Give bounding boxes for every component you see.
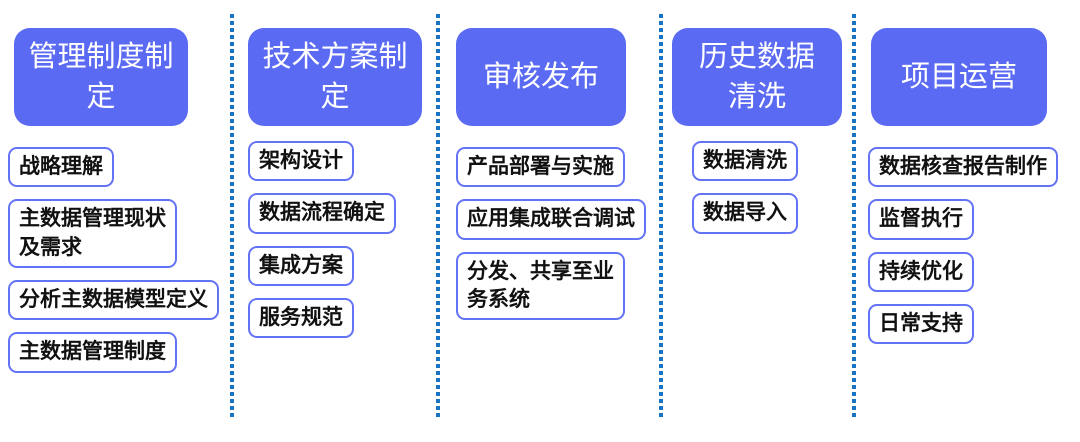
stage-item: 数据流程确定	[248, 193, 396, 234]
stage-header-technical-plan: 技术方案制 定	[248, 28, 422, 126]
stage-item: 监督执行	[868, 199, 974, 240]
stage-item: 分析主数据模型定义	[8, 280, 219, 321]
stage-column-history-data-cleaning: 历史数据 清洗数据清洗数据导入	[672, 28, 847, 246]
stage-item: 数据核查报告制作	[868, 147, 1058, 188]
stage-header-project-operation: 项目运营	[871, 28, 1047, 126]
stage-column-technical-plan: 技术方案制 定架构设计数据流程确定集成方案服务规范	[248, 28, 430, 350]
stage-item: 产品部署与实施	[456, 147, 625, 188]
column-divider	[659, 14, 663, 420]
stage-item: 数据导入	[692, 193, 798, 234]
stage-item: 主数据管理现状 及需求	[8, 199, 177, 269]
stage-header-management-policy: 管理制度制 定	[14, 28, 188, 126]
column-divider	[230, 14, 234, 420]
stage-item: 数据清洗	[692, 141, 798, 182]
column-divider	[852, 14, 856, 420]
stage-item: 集成方案	[248, 245, 354, 287]
stage-column-management-policy: 管理制度制 定战略理解主数据管理现状 及需求分析主数据模型定义主数据管理制度	[8, 28, 220, 385]
stage-item: 持续优化	[868, 251, 974, 293]
stage-item: 主数据管理制度	[8, 332, 177, 373]
stage-item: 服务规范	[248, 298, 354, 339]
column-divider	[436, 14, 440, 420]
stage-item: 应用集成联合调试	[456, 199, 646, 240]
stage-item: 分发、共享至业 务系统	[456, 251, 625, 321]
stage-column-project-operation: 项目运营数据核查报告制作监督执行持续优化日常支持	[868, 28, 1076, 356]
stage-header-review-release: 审核发布	[456, 28, 626, 126]
stage-item: 日常支持	[868, 304, 974, 345]
stage-item: 架构设计	[248, 141, 354, 182]
stage-column-review-release: 审核发布产品部署与实施应用集成联合调试分发、共享至业 务系统	[456, 28, 646, 332]
stage-item: 战略理解	[8, 147, 114, 188]
stage-header-history-data-cleaning: 历史数据 清洗	[672, 28, 842, 126]
